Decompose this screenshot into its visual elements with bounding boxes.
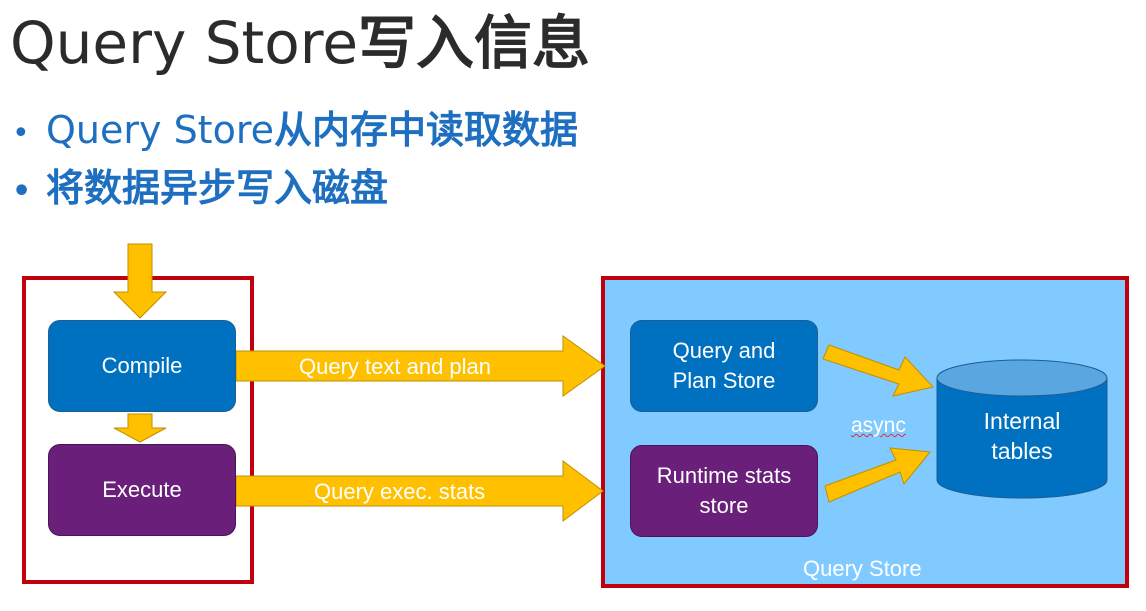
entry-arrow [112,243,168,319]
query-text-plan-label: Query text and plan [299,354,492,379]
bullet-1-prefix: Query Store [46,108,274,152]
bullet-dot-1: • [12,116,30,151]
slide-title: Query Store写入信息 [10,6,590,80]
runtime-stats-line-1: Runtime stats [656,463,792,488]
compile-to-execute-arrow [113,413,167,443]
internal-tables-label: Internal tables [937,406,1107,466]
query-plan-store-box: Query and Plan Store [630,320,818,412]
database-cylinder-icon [936,359,1108,499]
query-plan-store-line-2: Plan Store [672,368,776,393]
query-text-plan-arrow [235,335,606,397]
execute-box: Execute [48,444,236,536]
query-exec-stats-label: Query exec. stats [314,479,486,504]
title-cjk: 写入信息 [358,9,591,77]
bullet-2-cjk: 将数据异步写入磁盘 [46,166,389,210]
async-arrow-lower [824,447,931,503]
compile-label: Compile [101,353,183,378]
async-arrow-upper [822,344,934,397]
compile-box: Compile [48,320,236,412]
bullet-dot-2: • [12,174,32,209]
query-plan-store-line-1: Query and [672,338,776,363]
runtime-stats-line-2: store [699,493,749,518]
async-label: async [851,414,906,437]
runtime-stats-store-box: Runtime stats store [630,445,818,537]
internal-tables-line-2: tables [991,438,1053,464]
execute-label: Execute [102,477,182,502]
query-exec-stats-arrow [235,460,604,522]
title-prefix: Query Store [10,9,358,77]
internal-tables-line-1: Internal [983,408,1061,434]
query-store-container-label: Query Store [803,556,922,581]
bullet-item-1: • Query Store从内存中读取数据 [12,104,578,160]
bullet-item-2: • 将数据异步写入磁盘 [12,162,388,218]
bullet-1-cjk: 从内存中读取数据 [274,108,579,152]
